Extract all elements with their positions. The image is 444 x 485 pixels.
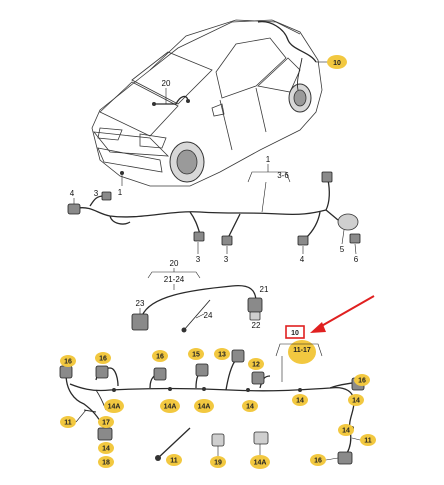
callout-22-label: 22 [252, 321, 261, 330]
callout-24-label: 24 [204, 311, 213, 320]
callout-18-label: 18 [102, 460, 110, 467]
callout-3-mid-label: 3 [196, 255, 201, 264]
connector-12 [251, 371, 265, 385]
bottom-callouts: 16 16 16 15 13 12 16 14A 14A 14A 14 14 1… [60, 348, 376, 469]
callout-14a-3-label: 14A [198, 404, 211, 411]
callout-14a-1-label: 14A [108, 404, 121, 411]
connector-4-right [297, 235, 309, 246]
highlight-group: 10 11-17 [275, 295, 375, 382]
callout-14a-2-label: 14A [164, 404, 177, 411]
connector-16-m1 [95, 365, 109, 379]
connector-5-housing [337, 213, 359, 231]
harness-1: 1 3-6 4 3 3 3 4 5 6 [67, 155, 361, 264]
callout-4-left-label: 4 [70, 189, 75, 198]
callout-14a-4-label: 14A [254, 460, 267, 467]
callout-11-left-label: 11 [64, 420, 72, 427]
group-20: 20 21-24 23 24 21 22 [131, 259, 269, 333]
callout-15-label: 15 [192, 352, 200, 359]
callout-20-car-label: 20 [162, 79, 171, 88]
callout-5-label: 5 [340, 245, 345, 254]
callout-10-car: 10 [316, 55, 347, 69]
clip-14a-bottom [253, 431, 269, 445]
callout-21-label: 21 [260, 285, 269, 294]
connector-3-mid2 [221, 235, 233, 246]
connector-23 [131, 313, 149, 331]
connector-13 [231, 349, 245, 363]
callout-14-1-label: 14 [246, 404, 254, 411]
callout-16-m1-label: 16 [99, 356, 107, 363]
callout-14-4-label: 14 [342, 428, 350, 435]
connector-top-right [321, 171, 333, 183]
callout-19-label: 19 [214, 460, 222, 467]
connector-16-m2 [153, 367, 167, 381]
callout-1-car-label: 1 [118, 188, 123, 197]
callout-14-5-label: 14 [102, 446, 110, 453]
connector-21 [247, 297, 263, 313]
callout-14-3-label: 14 [352, 398, 360, 405]
connector-6 [349, 233, 361, 244]
connector-15 [195, 363, 209, 377]
connector-22 [249, 311, 261, 321]
callout-3-left-label: 3 [94, 189, 99, 198]
callout-17-label: 17 [102, 420, 110, 427]
callout-16-left-label: 16 [64, 359, 72, 366]
callout-16-right-label: 16 [358, 378, 366, 385]
callout-16-m2-label: 16 [156, 354, 164, 361]
bracket-3-6-label: 3-6 [277, 171, 289, 180]
callout-6-label: 6 [354, 255, 359, 264]
callout-3-mid2-label: 3 [224, 255, 229, 264]
callout-11-right-label: 11 [364, 438, 372, 445]
bracket-20-label: 20 [170, 259, 179, 268]
callout-16-br-label: 16 [314, 458, 322, 465]
callout-20-car: 20 [162, 79, 171, 104]
callout-10-car-label: 10 [333, 60, 341, 67]
callout-10-box-label: 10 [291, 330, 299, 337]
callout-23-label: 23 [136, 299, 145, 308]
callout-12-label: 12 [252, 362, 260, 369]
callout-11-17-label: 11-17 [293, 347, 311, 354]
connector-3-left [101, 191, 112, 201]
connector-3-mid [193, 231, 205, 242]
connector-16-left [59, 365, 73, 379]
clip-19 [211, 433, 225, 447]
callout-11-mid-label: 11 [170, 458, 178, 465]
callout-13-label: 13 [218, 352, 226, 359]
bracket-1-label: 1 [266, 155, 271, 164]
car-illustration [91, 19, 323, 187]
connector-4-left [67, 203, 81, 215]
callout-14-2-label: 14 [296, 398, 304, 405]
connector-17 [97, 427, 113, 441]
highlight-arrow [310, 322, 326, 333]
highlight-box [285, 325, 305, 339]
callout-4-right-label: 4 [300, 255, 305, 264]
bracket-21-24-label: 21-24 [164, 275, 185, 284]
connector-16-bottom-right [337, 451, 353, 465]
